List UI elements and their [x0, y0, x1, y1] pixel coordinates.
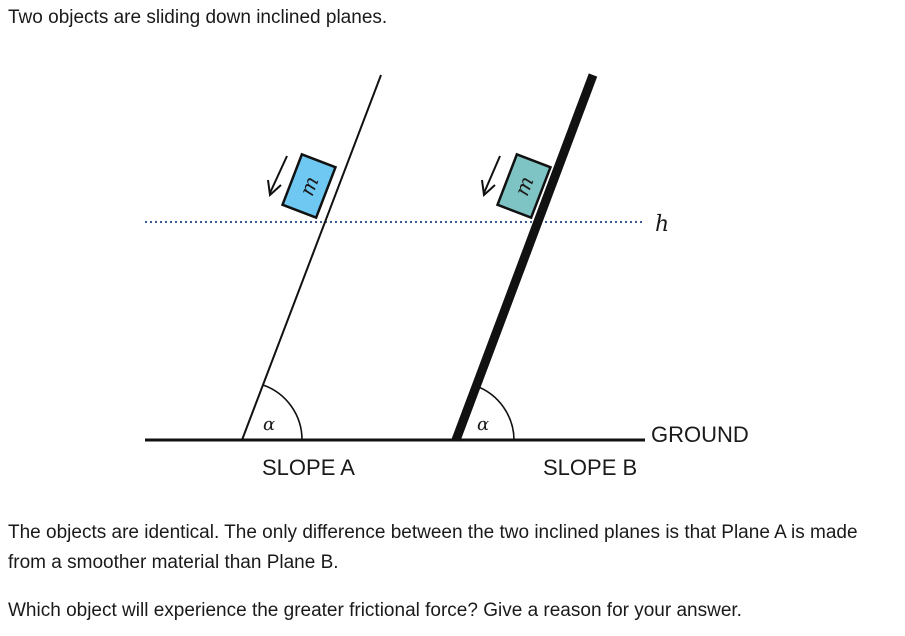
height-label: h [655, 212, 669, 237]
slide-arrow-a-icon [267, 155, 288, 198]
slope-b-label: SLOPE B [543, 455, 637, 480]
slide-arrow-b-icon [481, 155, 501, 198]
slope-a-label: SLOPE A [262, 455, 355, 480]
ground-label: GROUND [651, 422, 749, 447]
slope-b-angle-arc [475, 385, 515, 441]
block-a: m [280, 152, 338, 220]
question-text: Which object will experience the greater… [8, 600, 742, 621]
slope-a-plane [241, 74, 382, 441]
intro-text: Two objects are sliding down inclined pl… [8, 7, 388, 28]
block-b: m [495, 152, 553, 220]
slope-a-angle-label: α [263, 414, 275, 435]
slope-a-angle-arc [262, 384, 303, 441]
question-context-text: The objects are identical. The only diff… [8, 522, 858, 573]
slope-b-plane [451, 73, 598, 442]
slope-b-angle-label: α [477, 414, 489, 435]
